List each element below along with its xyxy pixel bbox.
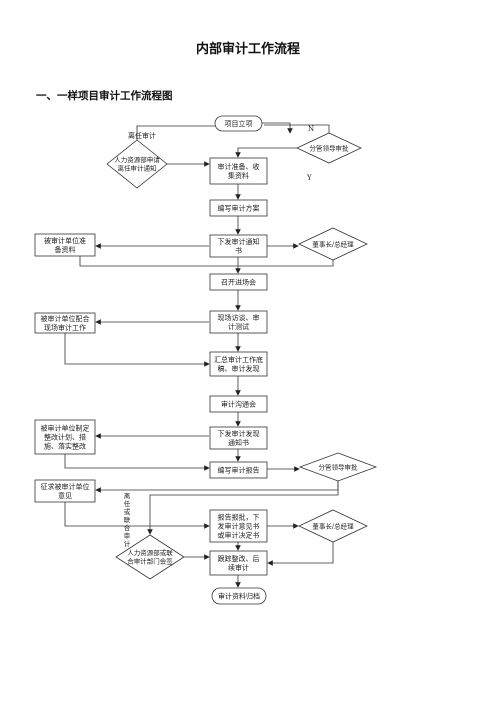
vertical-note-char-2: 任 <box>124 499 131 508</box>
node-summarize-label-line-1: 汇总审计工作底 <box>214 355 263 364</box>
node-archive <box>211 587 267 605</box>
node-follow-up-label-line-2: 续审计 <box>228 563 249 572</box>
node-prepare-collect-label-line-1: 审计准备、收 <box>218 162 260 171</box>
node-auditee-rectify-plan-label-line-3: 施、落实整改 <box>44 441 86 450</box>
edge-rectify-to-report <box>64 454 210 471</box>
node-field-interview-label-line-2: 计测试 <box>228 322 249 331</box>
decision-ceo-1-label: 董事长/总经理 <box>312 239 354 248</box>
node-write-report-label: 编写审计报告 <box>218 465 260 474</box>
node-report-submit-label-line-1: 报告报批，下 <box>218 512 260 521</box>
node-plan-label: 编写审计方案 <box>218 203 260 212</box>
node-project-approval-label: 项目立项 <box>225 119 253 128</box>
edge-review2-to-solicit <box>95 481 339 493</box>
page-title: 内部审计工作流程 <box>195 42 300 57</box>
edge-approval-to-review <box>262 122 293 134</box>
node-report-submit-label-line-2: 发审计意见书 <box>218 521 260 530</box>
vertical-note-char-5: 合 <box>124 523 131 532</box>
decision-dept-head-review-1-label: 分管领导审批 <box>310 143 350 152</box>
node-entry-meeting-label: 召开进场会 <box>221 277 256 286</box>
vertical-note-char-3: 或 <box>124 507 131 516</box>
node-auditee-cooperate-label-line-1: 被审计单位配合 <box>41 314 90 323</box>
decision-hr-notice-label-line-1: 人力资源部申请 <box>114 155 160 164</box>
node-auditee-prepare <box>34 233 96 257</box>
node-field-interview-label-line-1: 现场访谈、审 <box>218 313 260 322</box>
decision-hr-joint <box>115 534 185 580</box>
node-solicit-opinion-label-line-2: 意见 <box>58 491 72 500</box>
edge-approval-to-hr <box>136 125 215 140</box>
decision-dept-head-review-2-label: 分管领导审批 <box>319 462 359 471</box>
node-notice-issue-label-line-1: 下发审计通知 <box>218 237 260 246</box>
node-prepare-collect <box>209 157 268 185</box>
edge-review-back <box>264 124 330 133</box>
decision-hr-joint-label-line-1: 人力资源部或联 <box>127 548 173 557</box>
vertical-note-char-1: 离 <box>124 491 131 500</box>
node-archive-label: 审计资料归档 <box>218 591 260 600</box>
node-auditee-rectify-plan-label-line-2: 整改计划、措 <box>44 432 86 441</box>
node-project-approval <box>214 115 263 132</box>
node-entry-meeting <box>209 273 268 291</box>
label-leaving-audit: 离任审计 <box>128 131 156 140</box>
node-follow-up-label-line-1: 跟踪整改、后 <box>218 554 260 563</box>
node-write-report <box>209 461 268 479</box>
node-summarize <box>209 351 268 377</box>
vertical-note-char-4: 联 <box>124 515 131 524</box>
node-auditee-rectify-plan-label-line-1: 被审计单位制定 <box>41 423 90 432</box>
decision-dept-head-review-1 <box>296 132 362 164</box>
node-auditee-prepare-label-line-1: 被审计单位准 <box>44 236 86 245</box>
node-summarize-label-line-2: 稿、审计发现 <box>218 364 260 373</box>
vertical-note-char-6: 审 <box>124 531 131 540</box>
edge-review2-to-hr-joint <box>147 481 339 535</box>
section-heading: 一、一样项目审计工作流程图 <box>36 90 173 102</box>
node-report-submit-label-line-3: 或审计决定书 <box>218 530 260 539</box>
node-prepare-collect-label-line-2: 集资料 <box>228 171 249 180</box>
node-field-interview <box>209 310 268 334</box>
node-comm-meeting-label: 审计沟通会 <box>221 399 256 408</box>
edge-ceo-to-auditee <box>79 256 334 267</box>
node-auditee-prepare-label-line-2: 备资料 <box>55 245 76 254</box>
node-issue-findings-label-line-2: 通知书 <box>228 438 249 447</box>
edge-ceo2-to-follow <box>267 542 334 566</box>
decision-hr-joint-label-line-2: 合审计部门会签 <box>127 557 173 566</box>
node-solicit-opinion-label-line-1: 征求被审计单位 <box>41 482 90 491</box>
decision-hr-notice <box>106 139 168 189</box>
edge-review-to-prepare <box>235 147 297 158</box>
node-notice-issue-label-line-2: 书 <box>235 246 242 255</box>
node-follow-up <box>209 550 268 576</box>
edge-solicit-to-submit <box>64 502 210 529</box>
label-no: N <box>308 125 314 133</box>
node-plan <box>209 199 268 217</box>
node-auditee-cooperate-label-line-2: 现场审计工作 <box>44 323 86 332</box>
node-issue-findings-label-line-1: 下发审计发现 <box>218 429 260 438</box>
edge-cooperate-to-summarize <box>64 333 210 367</box>
vertical-note-char-7: 计 <box>124 539 131 548</box>
label-yes: Y <box>306 174 312 182</box>
node-issue-findings <box>209 426 268 450</box>
decision-ceo-2-label: 董事长/总经理 <box>312 521 354 530</box>
node-comm-meeting <box>209 395 268 413</box>
decision-hr-notice-label-line-2: 离任审计通知 <box>118 164 157 173</box>
